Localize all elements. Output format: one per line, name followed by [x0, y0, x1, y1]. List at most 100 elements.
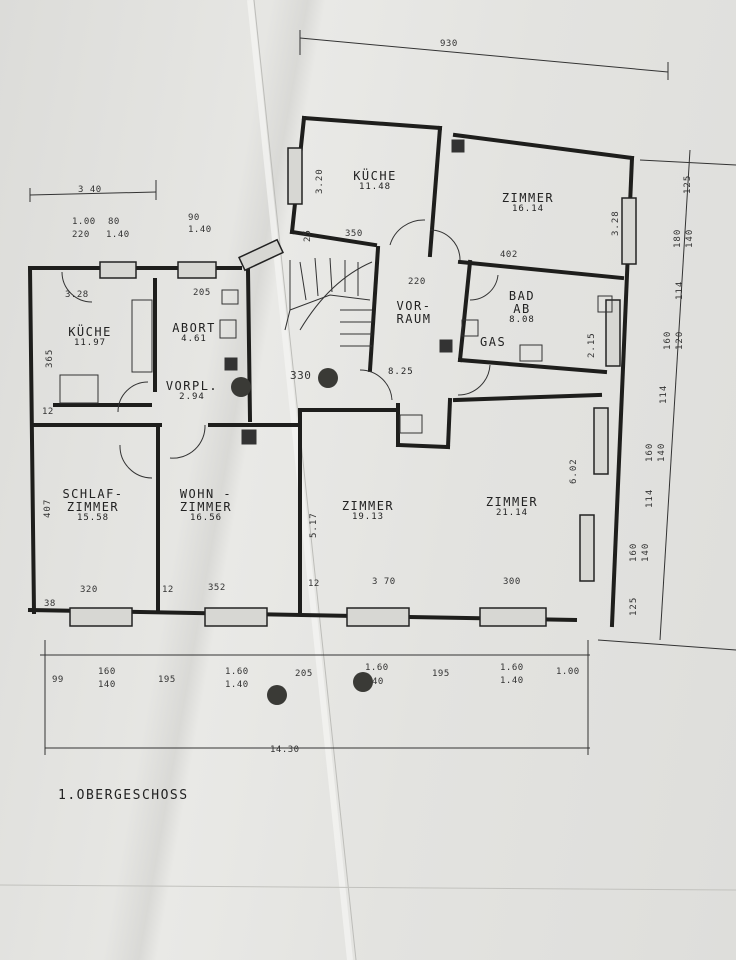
- dim: 320: [80, 585, 98, 595]
- dim: 12: [162, 585, 174, 595]
- room-area: 11.97: [73, 338, 107, 349]
- room-area: 8.08: [509, 315, 535, 326]
- dimension-lines: [29, 30, 736, 755]
- room-name: ZIMMER: [501, 191, 555, 205]
- room-name: ZIMMER: [179, 500, 233, 515]
- dim-right: 125: [629, 596, 639, 616]
- dim-right: 140: [685, 228, 695, 248]
- room-zimmer-mid: ZIMMER 19.13: [332, 499, 404, 523]
- dim-vertical: 407: [43, 498, 53, 518]
- dim: 205: [193, 288, 211, 298]
- dim-bottom: 140: [98, 680, 116, 690]
- dim-top-total: 930: [440, 39, 458, 49]
- dim: 352: [208, 583, 226, 593]
- dim-bottom: 1.00: [556, 667, 580, 677]
- dim-vertical: 365: [45, 348, 55, 368]
- room-vorraum: VOR- RAUM: [382, 299, 446, 326]
- room-name: SCHLAF-: [62, 487, 124, 501]
- room-subname: AB: [513, 302, 531, 317]
- room-area: 21.14: [495, 508, 529, 519]
- dim-bottom-total: 14.30: [270, 745, 300, 755]
- punch-hole: [353, 672, 373, 692]
- dim-bottom: 99: [52, 675, 64, 685]
- room-area: 2.94: [179, 392, 205, 403]
- room-name: ABORT: [172, 321, 216, 335]
- punch-hole: [267, 685, 287, 705]
- dim-right: 140: [641, 542, 651, 562]
- dim-right: 160: [645, 442, 655, 462]
- room-name: VORPL.: [165, 379, 219, 393]
- room-kueche-right: KÜCHE 11.48: [340, 169, 410, 193]
- room-name: ZIMMER: [341, 499, 395, 513]
- fixtures: [59, 139, 613, 445]
- room-kueche-left: KÜCHE 11.97: [58, 325, 122, 349]
- dim: 38: [44, 599, 56, 609]
- dim: 350: [345, 229, 363, 239]
- dim-right: 140: [657, 442, 667, 462]
- dim-vertical: 5.17: [309, 512, 319, 538]
- dim-right: 180: [673, 228, 683, 248]
- dim: 300: [503, 577, 521, 587]
- room-zimmer-topright: ZIMMER 16.14: [488, 191, 568, 215]
- dim-vertical: 2.15: [587, 332, 597, 358]
- dim-right: 160: [663, 330, 673, 350]
- room-area: 8.25: [388, 367, 414, 377]
- punch-hole: [231, 377, 251, 397]
- room-area: 16.14: [511, 204, 545, 215]
- dim: 80: [108, 217, 120, 227]
- room-area: 19.13: [351, 512, 385, 523]
- dim: 1.00: [72, 217, 96, 227]
- dim-bottom: 1.40: [225, 680, 249, 690]
- dim-bottom: 160: [98, 667, 116, 677]
- dim: 90: [188, 213, 200, 223]
- room-zimmer-right: ZIMMER 21.14: [474, 495, 550, 519]
- room-area: 11.48: [358, 182, 392, 193]
- punch-hole: [318, 368, 338, 388]
- dim-bottom: 1.40: [500, 676, 524, 686]
- dim: 12: [308, 579, 320, 589]
- room-bad: BAD AB 8.08: [492, 289, 552, 326]
- dim-right: 114: [659, 384, 669, 404]
- dim-vertical: 25: [303, 229, 313, 242]
- dim-bottom: 40: [372, 677, 384, 687]
- room-name: ZIMMER: [66, 500, 120, 515]
- dim: 1.40: [106, 230, 130, 240]
- room-area: 4.61: [181, 334, 207, 345]
- dim-right: 120: [675, 330, 685, 350]
- dim-right: 160: [629, 542, 639, 562]
- door-swings: [61, 219, 499, 479]
- dim-bottom: 195: [158, 675, 176, 685]
- room-name: ZIMMER: [485, 495, 539, 509]
- dim: 220: [72, 230, 90, 240]
- staircase: [284, 257, 373, 347]
- room-name: KÜCHE: [353, 169, 397, 183]
- room-vorpl: VORPL. 2.94: [160, 379, 224, 403]
- dim-vertical: 3.20: [315, 168, 325, 194]
- gas-label: GAS: [480, 335, 507, 349]
- windows: [69, 147, 637, 627]
- room-area: 15.58: [76, 513, 110, 524]
- room-name: VOR-: [396, 299, 432, 313]
- dim: 1.40: [188, 225, 212, 235]
- room-schlafzimmer: SCHLAF- ZIMMER 15.58: [58, 487, 128, 524]
- dim: 3.28: [65, 290, 89, 300]
- room-area: 16.56: [189, 513, 223, 524]
- dim: 3 70: [372, 577, 396, 587]
- dim-right: 125: [683, 174, 693, 194]
- dim-left-top: 3 40: [78, 185, 102, 195]
- room-name: BAD: [508, 289, 536, 303]
- dim-bottom: 1.60: [365, 663, 389, 673]
- dim: 402: [500, 250, 518, 260]
- dim-right: 114: [645, 488, 655, 508]
- room-abort: ABORT 4.61: [162, 321, 226, 345]
- dim-vertical: 3.28: [611, 210, 621, 236]
- floor-title: 1.OBERGESCHOSS: [58, 788, 189, 803]
- dim-vertical: 6.02: [569, 458, 579, 484]
- dim-stair: 330: [290, 369, 312, 382]
- room-wohnzimmer: WOHN - ZIMMER 16.56: [170, 487, 242, 524]
- dim-bottom: 195: [432, 669, 450, 679]
- dim-bottom: 1.60: [500, 663, 524, 673]
